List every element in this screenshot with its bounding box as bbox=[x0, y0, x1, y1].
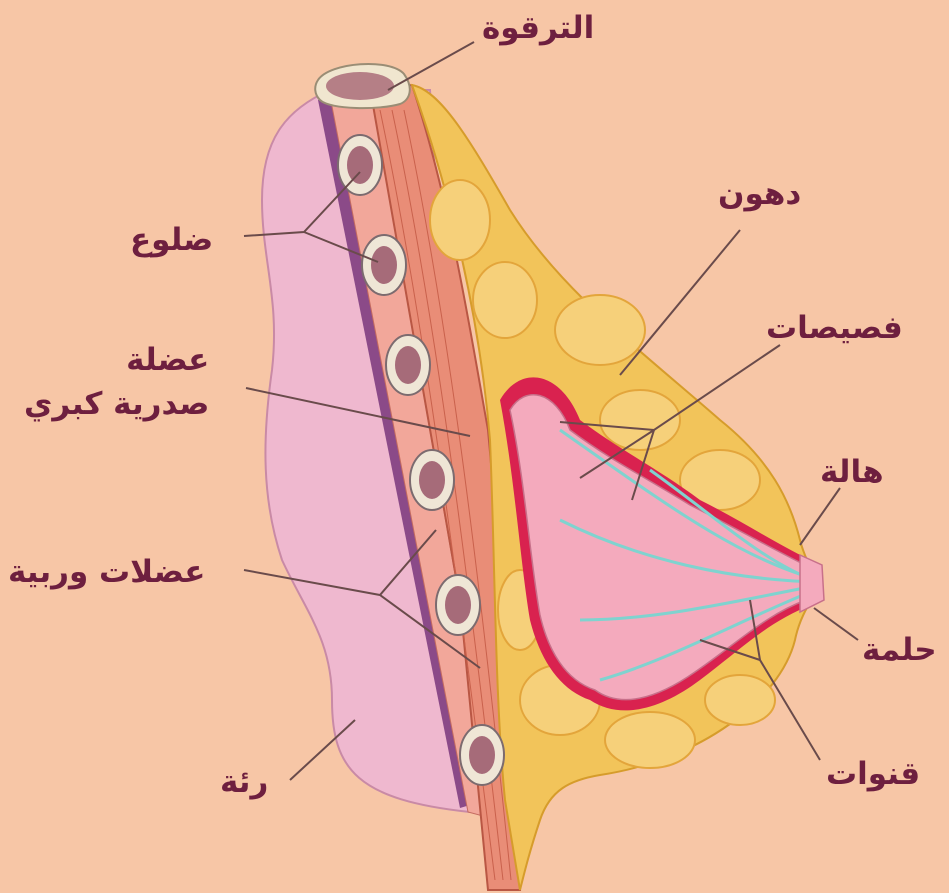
leader-areola bbox=[800, 488, 840, 545]
pectoralis-major-label: عضلة صدرية كبري bbox=[24, 338, 209, 426]
nipple-shape bbox=[800, 555, 824, 612]
lobules-label: فصيصات bbox=[766, 308, 903, 348]
intercostal-muscles-label: عضلات وربية bbox=[8, 552, 205, 592]
areola-label: هالة bbox=[820, 452, 884, 492]
pectoralis-major-label-line1: عضلة bbox=[24, 338, 209, 382]
pectoralis-major-label-line2: صدرية كبري bbox=[24, 382, 209, 426]
ducts-label: قنوات bbox=[826, 754, 920, 794]
leader-fat bbox=[620, 230, 740, 375]
leader-nipple bbox=[814, 608, 858, 640]
clavicle-label: الترقوة bbox=[482, 8, 594, 48]
nipple-label: حلمة bbox=[862, 630, 937, 670]
lung-label: رئة bbox=[220, 762, 268, 802]
ribs-label: ضلوع bbox=[130, 220, 213, 260]
fat-label: دهون bbox=[718, 174, 801, 214]
leader-clavicle bbox=[388, 42, 474, 90]
